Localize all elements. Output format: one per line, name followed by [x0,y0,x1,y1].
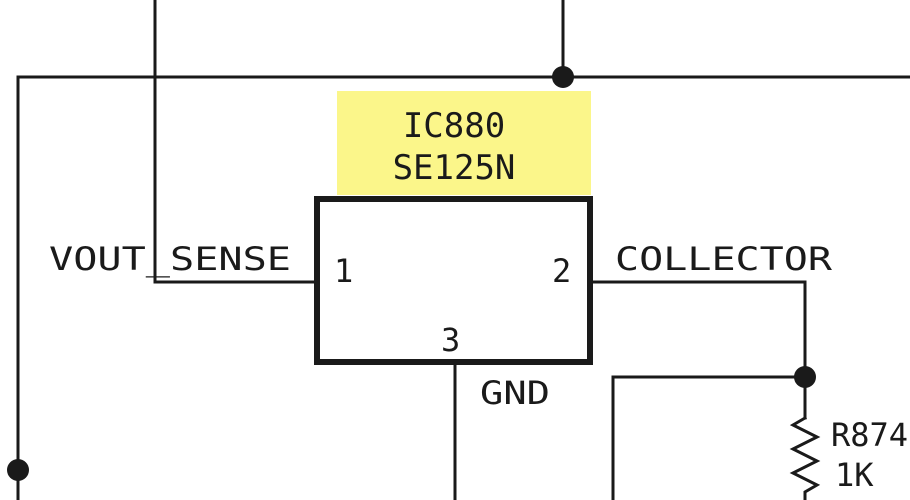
resistor-symbol [789,415,821,500]
wires [16,0,910,500]
junction-dot-top [552,66,574,88]
net-label-gnd: GND [480,374,550,412]
component-label-highlight [337,91,591,195]
net-label-vout-sense: VOUT_SENSE [49,240,291,278]
component-part: SE125N [393,148,516,188]
junction-dot-left [7,459,29,481]
pin-3-number: 3 [441,321,460,359]
pin-2-number: 2 [552,252,571,290]
junction-dot-right [794,366,816,388]
pin-1-number: 1 [334,252,353,290]
resistor-value: 1K [835,456,874,494]
resistor-ref: R874 [831,416,908,454]
ic-body [314,196,593,365]
component-ref: IC880 [403,106,505,146]
net-label-collector: COLLECTOR [615,240,833,278]
